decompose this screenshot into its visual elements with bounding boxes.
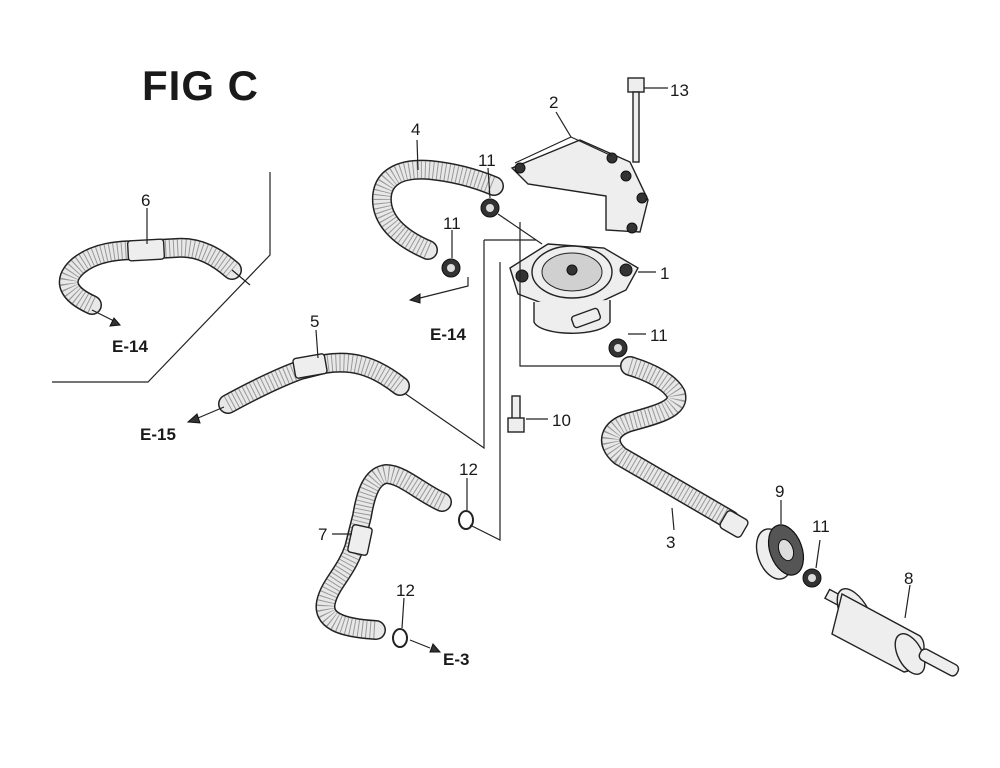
callout-12-b: 12 — [396, 581, 415, 600]
hose-5 — [218, 352, 410, 414]
oring-12-b — [392, 628, 408, 648]
callout-4: 4 — [411, 120, 420, 139]
leader-hose-5 — [399, 240, 485, 450]
hose-6 — [58, 237, 251, 315]
ref-e15: E-15 — [140, 425, 176, 444]
ref-e14-left: E-14 — [112, 337, 148, 356]
callout-7: 7 — [318, 525, 327, 544]
fuel-filter-8 — [823, 588, 960, 677]
clip-11-d — [802, 568, 822, 588]
clip-11-c — [608, 338, 628, 358]
bolt-10 — [507, 395, 525, 433]
leader-hose-7 — [469, 262, 501, 541]
leader-pump — [519, 222, 625, 367]
callout-13: 13 — [670, 81, 689, 100]
callout-12-a: 12 — [459, 460, 478, 479]
bolt-13 — [627, 77, 645, 163]
callout-11-c: 11 — [650, 326, 668, 345]
callout-2: 2 — [549, 93, 558, 112]
callout-5: 5 — [310, 312, 319, 331]
figure-title: FIG C — [142, 62, 259, 109]
clip-11-a — [480, 198, 500, 218]
ref-e14-mid: E-14 — [430, 325, 466, 344]
callout-8: 8 — [904, 569, 913, 588]
callout-11-b: 11 — [443, 214, 461, 233]
callout-11-d: 11 — [812, 517, 830, 536]
hose-3 — [600, 356, 749, 538]
callout-10: 10 — [552, 411, 571, 430]
ref-e3: E-3 — [443, 650, 469, 669]
damper-9 — [755, 524, 805, 580]
bracket-2 — [510, 139, 649, 234]
callout-1: 1 — [660, 264, 669, 283]
callout-6: 6 — [141, 191, 150, 210]
oring-12-a — [458, 510, 474, 530]
callout-3: 3 — [666, 533, 675, 552]
panel-divider — [52, 172, 271, 383]
callout-11-a: 11 — [478, 151, 496, 170]
callout-9: 9 — [775, 482, 784, 501]
fuel-pump-1 — [497, 213, 639, 334]
hose-4 — [371, 159, 504, 260]
clip-11-b — [441, 258, 461, 278]
hose-7 — [315, 464, 452, 640]
